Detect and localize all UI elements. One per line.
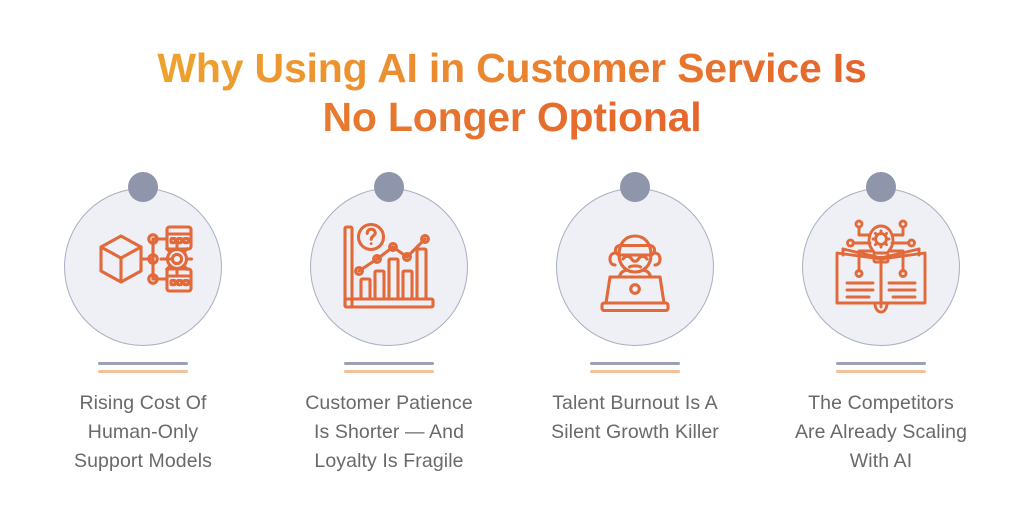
cube-network-gear-icon: [91, 215, 195, 319]
rule-bottom: [836, 370, 926, 373]
card-label: Customer Patience Is Shorter — And Loyal…: [305, 392, 473, 472]
divider-rules: [98, 362, 188, 373]
top-dot-marker: [620, 172, 650, 202]
page-title: Why Using AI in Customer Service Is No L…: [0, 44, 1024, 142]
rule-bottom: [590, 370, 680, 373]
divider-rules: [590, 362, 680, 373]
card-competitors-scaling: The Competitors Are Already Scaling With…: [758, 172, 1004, 476]
card-rising-cost: Rising Cost Of Human-Only Support Models: [20, 172, 266, 476]
top-dot-marker: [374, 172, 404, 202]
icon-circle: [310, 188, 468, 346]
title-line-2: No Longer Optional: [0, 93, 1024, 142]
rule-bottom: [344, 370, 434, 373]
cards-row: Rising Cost Of Human-Only Support Models: [20, 172, 1004, 476]
rule-bottom: [98, 370, 188, 373]
badge-wrap: [800, 172, 962, 346]
top-dot-marker: [128, 172, 158, 202]
card-customer-patience: Customer Patience Is Shorter — And Loyal…: [266, 172, 512, 476]
rule-top: [344, 362, 434, 365]
rule-top: [98, 362, 188, 365]
divider-rules: [836, 362, 926, 373]
bar-chart-question-icon: [337, 215, 441, 319]
badge-wrap: [308, 172, 470, 346]
title-line-1: Why Using AI in Customer Service Is: [0, 44, 1024, 93]
top-dot-marker: [866, 172, 896, 202]
divider-rules: [344, 362, 434, 373]
rule-top: [590, 362, 680, 365]
card-label: The Competitors Are Already Scaling With…: [794, 392, 968, 472]
rule-top: [836, 362, 926, 365]
icon-circle: [556, 188, 714, 346]
badge-wrap: [62, 172, 224, 346]
icon-circle: [802, 188, 960, 346]
book-lightbulb-circuit-icon: [829, 215, 933, 319]
burnout-agent-laptop-icon: [583, 215, 687, 319]
card-label: Talent Burnout Is A Silent Growth Killer: [551, 392, 719, 443]
card-talent-burnout: Talent Burnout Is A Silent Growth Killer: [512, 172, 758, 447]
card-label: Rising Cost Of Human-Only Support Models: [74, 392, 212, 472]
icon-circle: [64, 188, 222, 346]
badge-wrap: [554, 172, 716, 346]
